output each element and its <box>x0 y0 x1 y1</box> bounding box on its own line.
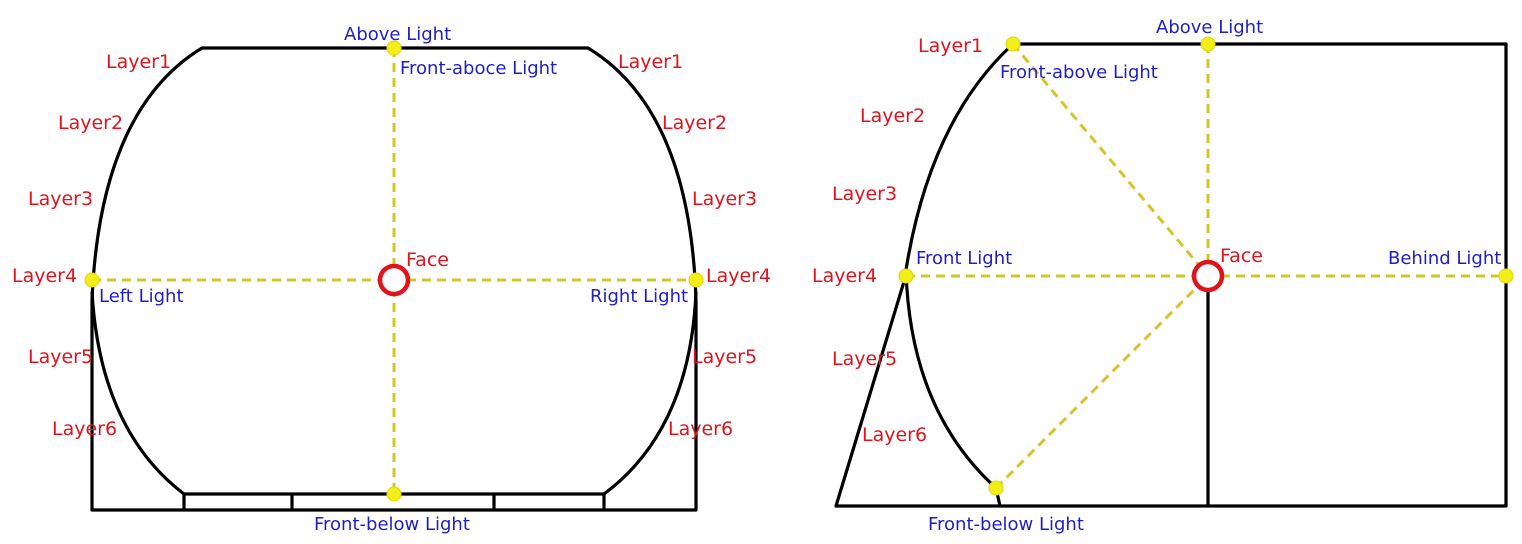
layer-label: Layer1 <box>618 51 683 73</box>
layer-label: Layer3 <box>832 183 897 205</box>
above-light-point <box>386 40 402 56</box>
front-view-left-lower-arc <box>90 291 185 496</box>
side-view-frame <box>834 42 1508 508</box>
layer-label: Layer5 <box>832 348 897 370</box>
layer-label: Layer6 <box>862 424 927 446</box>
above-light-label: Above Light <box>1156 17 1263 38</box>
layer-label: Layer6 <box>668 418 733 440</box>
layer-label: Layer4 <box>706 265 771 287</box>
front-above-light-point <box>1005 36 1021 52</box>
face-label: Face <box>406 249 449 271</box>
front-below-light-label: Front-below Light <box>314 514 470 535</box>
layer-label: Layer2 <box>860 105 925 127</box>
layer-label: Layer3 <box>28 188 93 210</box>
layer-label: Layer4 <box>812 265 877 287</box>
face-marker <box>377 263 411 297</box>
layer-label: Layer5 <box>28 346 93 368</box>
side-view-front-below-ray <box>994 274 1210 490</box>
above-light-label: Above Light <box>344 24 451 45</box>
layer-label: Layer2 <box>58 112 123 134</box>
front-below-light-point <box>988 480 1004 496</box>
side-view-diagram: Face Above Light Front-above Light Front… <box>812 17 1514 535</box>
face-marker <box>1191 259 1225 293</box>
behind-light-point <box>1498 268 1514 284</box>
behind-light-label: Behind Light <box>1388 248 1501 269</box>
left-light-point <box>84 272 100 288</box>
front-above-light-label: Front-above Light <box>1000 62 1158 83</box>
front-light-point <box>898 268 914 284</box>
right-light-point <box>688 272 704 288</box>
right-light-label: Right Light <box>590 286 688 307</box>
front-view-right-lower-arc <box>603 291 698 496</box>
layer-label: Layer2 <box>662 112 727 134</box>
left-light-label: Left Light <box>99 286 184 307</box>
layer-label: Layer3 <box>692 188 757 210</box>
front-view-diagram: Face Above Light Front-aboce Light Left … <box>12 24 771 535</box>
layer-label: Layer6 <box>52 418 117 440</box>
front-light-label: Front Light <box>916 248 1012 269</box>
layer-label: Layer5 <box>692 346 757 368</box>
front-below-light-label: Front-below Light <box>928 514 1084 535</box>
layer-label: Layer1 <box>918 35 983 57</box>
front-below-light-point <box>386 486 402 502</box>
layer-label: Layer4 <box>12 265 77 287</box>
front-view-dome-outline <box>90 46 698 512</box>
layer-label: Layer1 <box>106 51 171 73</box>
side-view-front-above-ray <box>1011 43 1210 277</box>
face-label: Face <box>1220 245 1263 267</box>
above-light-point <box>1200 36 1216 52</box>
front-above-light-label: Front-aboce Light <box>400 58 557 79</box>
